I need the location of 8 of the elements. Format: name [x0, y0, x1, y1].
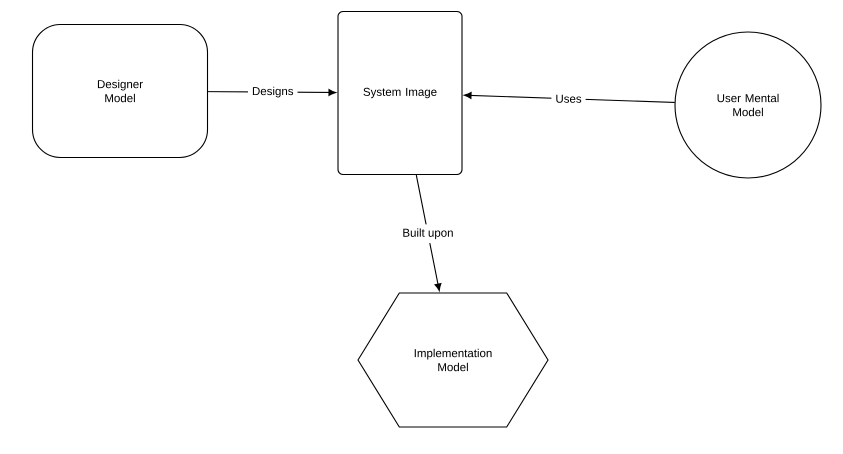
edge-label: Designs [248, 82, 298, 102]
hexagon-node: Implementation Model [357, 292, 549, 428]
edge-label: Uses [551, 90, 586, 107]
circle-node: User Mental Model [674, 31, 822, 179]
edge-label: Built upon [398, 224, 458, 244]
process-box: Designer Model [32, 24, 208, 158]
system-box: System Image [337, 10, 463, 176]
arrow [416, 174, 442, 292]
